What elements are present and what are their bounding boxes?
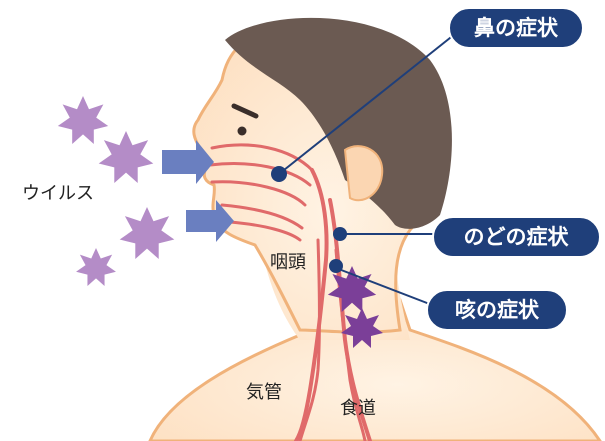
callout-cough-label: 咳の症状 — [455, 298, 540, 322]
trachea-label: 気管 — [246, 382, 282, 403]
virus-icon — [58, 96, 108, 144]
callout-nose-label: 鼻の症状 — [474, 16, 559, 40]
pharynx-label: 咽頭 — [270, 252, 306, 273]
virus-label: ウイルス — [22, 183, 94, 204]
callout-dot — [329, 259, 343, 273]
esophagus-label: 食道 — [340, 398, 376, 419]
virus-icon — [120, 207, 175, 259]
virus-icon — [76, 248, 116, 286]
virus-icon — [99, 131, 154, 183]
callout-throat-label: のどの症状 — [464, 225, 570, 249]
callout-dot — [271, 166, 287, 182]
callout-dot — [333, 227, 347, 241]
callout-cough: 咳の症状 — [427, 290, 567, 330]
callout-nose: 鼻の症状 — [449, 8, 583, 48]
eye — [238, 127, 247, 136]
callout-throat: のどの症状 — [433, 217, 600, 257]
